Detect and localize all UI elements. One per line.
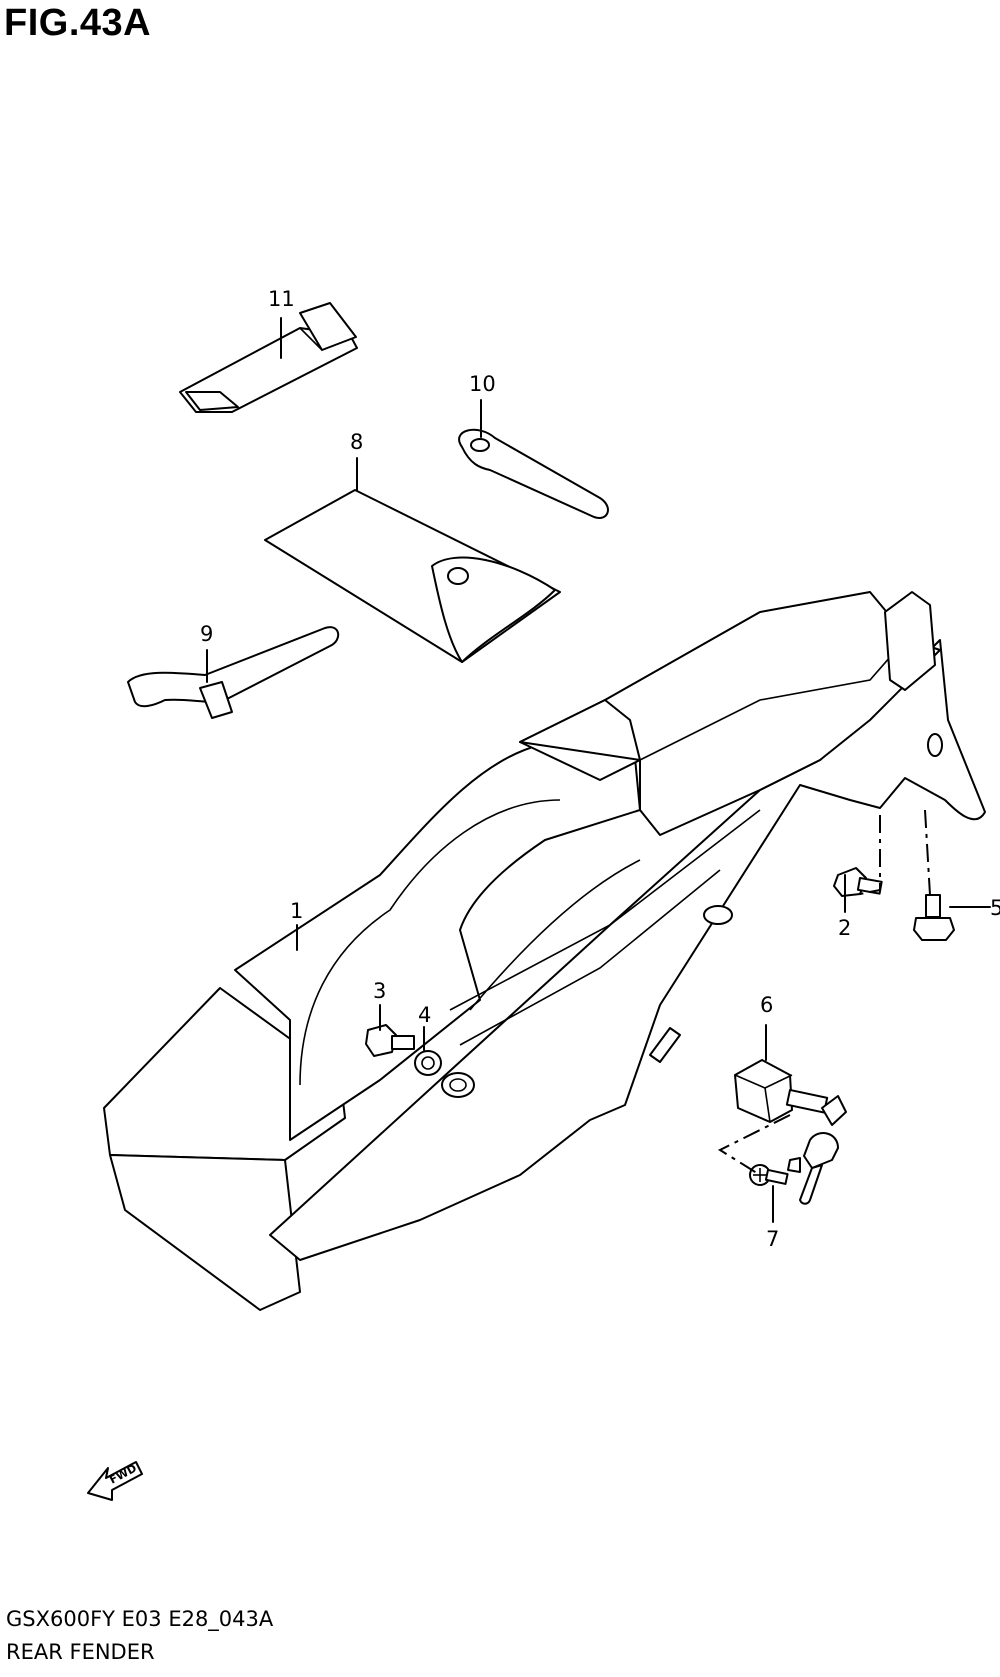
callout-11: 11 — [268, 287, 295, 311]
callout-9: 9 — [200, 622, 213, 646]
figure-code: GSX600FY E03 E28_043A — [6, 1607, 274, 1631]
part-1-rear-fender[interactable] — [103, 591, 986, 1311]
callout-8: 8 — [350, 430, 363, 454]
part-2-bolt[interactable] — [833, 867, 883, 897]
callout-labels: 11 10 8 9 1 2 5 3 4 6 7 — [200, 287, 1000, 1251]
callout-3: 3 — [373, 979, 386, 1003]
part-3-bolt[interactable] — [365, 1024, 415, 1057]
callout-7: 7 — [766, 1227, 779, 1251]
callout-5: 5 — [990, 896, 1000, 920]
figure-name: REAR FENDER — [6, 1640, 155, 1664]
part-10-wrench[interactable] — [458, 428, 609, 519]
callout-1: 1 — [290, 899, 303, 923]
callout-4: 4 — [418, 1003, 431, 1027]
callout-6: 6 — [760, 993, 773, 1017]
leader-lines — [206, 317, 991, 1223]
callout-2: 2 — [838, 916, 851, 940]
fwd-arrow-icon: FWD — [87, 1461, 143, 1501]
part-7-screw[interactable] — [749, 1164, 789, 1186]
callout-10: 10 — [469, 372, 496, 396]
part-11-strap[interactable] — [179, 302, 358, 413]
part-5-bolt[interactable] — [913, 894, 955, 941]
figure-title: FIG.43A — [4, 2, 152, 44]
part-4-washer[interactable] — [414, 1050, 442, 1076]
part-9-spanner[interactable] — [127, 626, 340, 719]
part-8-tool-bag[interactable] — [264, 489, 561, 663]
part-6-lock-set[interactable] — [734, 1059, 847, 1205]
